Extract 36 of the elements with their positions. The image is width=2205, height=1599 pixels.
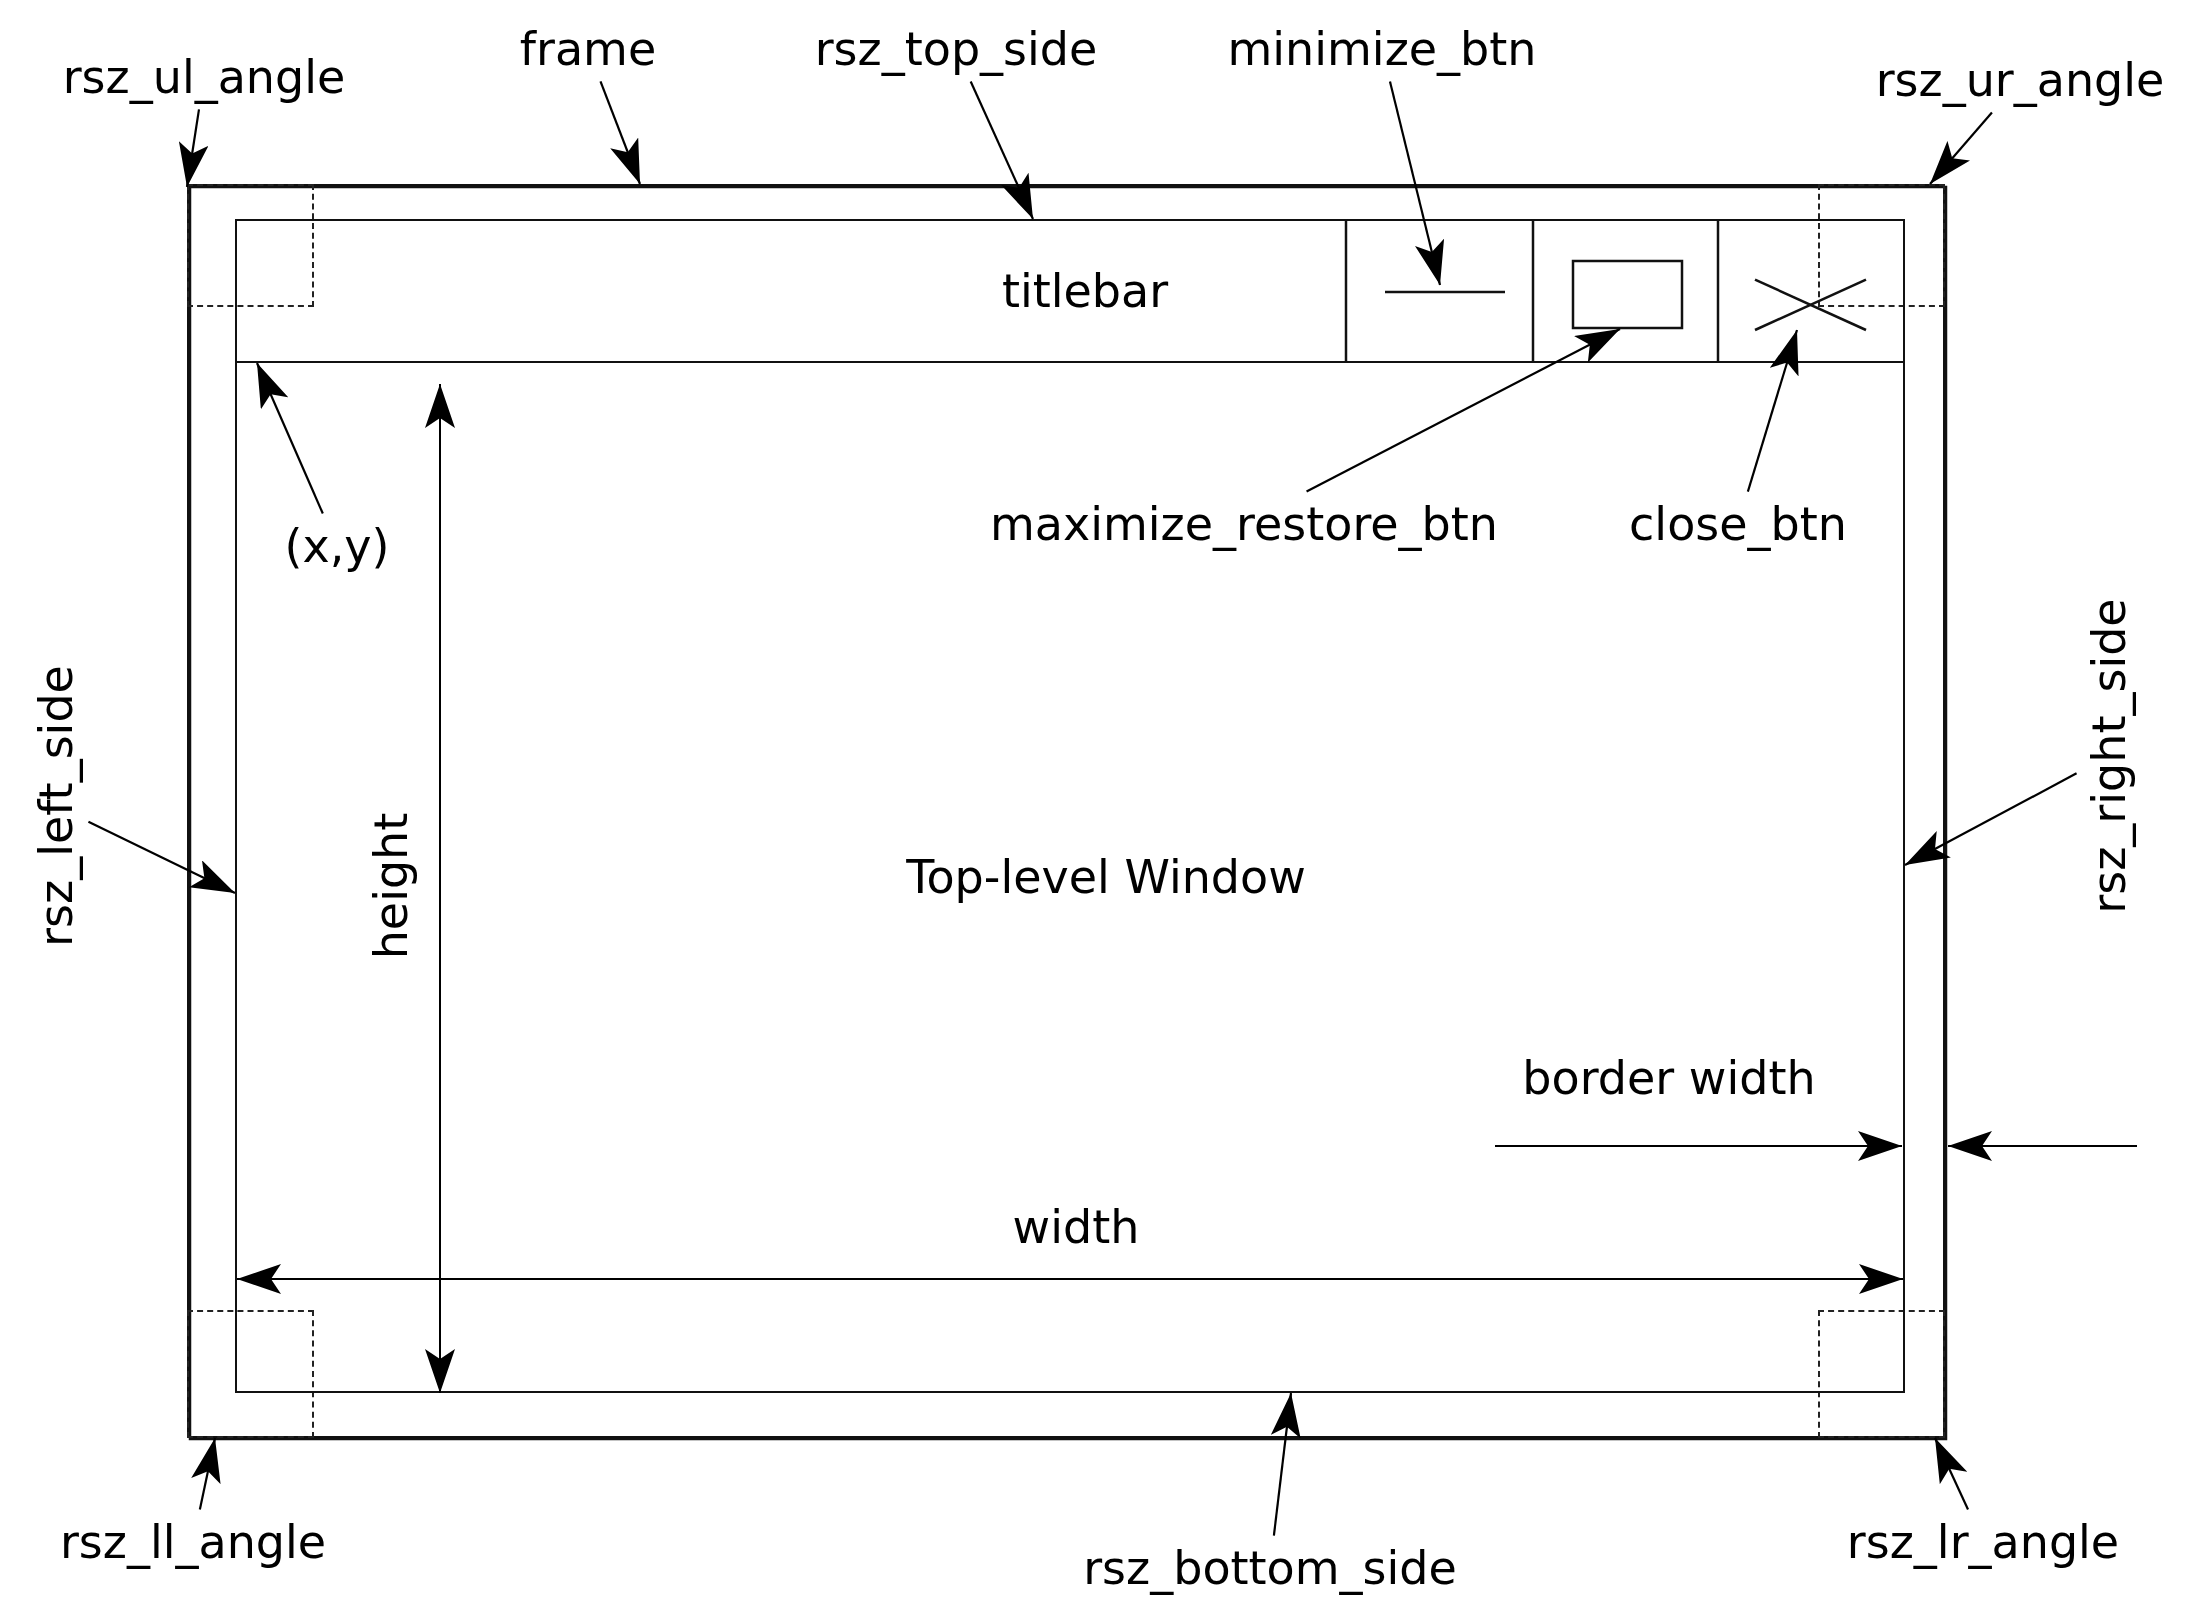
callout-label: rsz_left_side: [29, 665, 83, 947]
leader-line: [969, 81, 1034, 220]
leader-line: [178, 109, 209, 188]
resize-corner: [1818, 184, 1945, 307]
leader-line: [1929, 111, 1993, 185]
callout-label: rsz_right_side: [2082, 598, 2136, 914]
callout-label: rsz_lr_angle: [1846, 1515, 2120, 1569]
leader-line: [1306, 328, 1621, 493]
callout-label: rsz_ll_angle: [59, 1515, 327, 1569]
callout-label: rsz_top_side: [814, 22, 1098, 76]
dimension-label: width: [1012, 1200, 1140, 1254]
window-label: Top-level Window: [906, 850, 1306, 904]
resize-corner: [1818, 1310, 1945, 1438]
callout-label: frame: [519, 22, 657, 76]
resize-corner: [187, 1310, 314, 1438]
leader-line: [1904, 772, 2078, 866]
callout-label: maximize_restore_btn: [990, 497, 1498, 551]
leader-line: [1270, 1392, 1301, 1536]
leader-line: [1746, 329, 1799, 492]
leader-line: [191, 1437, 221, 1510]
leader-line: [1934, 1437, 1970, 1511]
titlebar-label: titlebar: [1001, 264, 1169, 318]
callout-label: rsz_ur_angle: [1875, 53, 2165, 107]
restore-icon: [1572, 260, 1683, 329]
leader-line: [256, 362, 324, 514]
callout-label: rsz_bottom_side: [1083, 1541, 1457, 1595]
leader-line: [599, 81, 642, 185]
leader-line: [1388, 81, 1445, 286]
dimension-label: border width: [1522, 1051, 1816, 1105]
resize-corner: [187, 184, 314, 307]
leader-line: [87, 820, 236, 894]
callout-label: minimize_btn: [1227, 22, 1537, 76]
dimension-label: height: [364, 812, 418, 960]
callout-label: rsz_ul_angle: [62, 50, 346, 104]
callout-label: (x,y): [284, 519, 390, 573]
callout-label: close_btn: [1629, 497, 1847, 551]
